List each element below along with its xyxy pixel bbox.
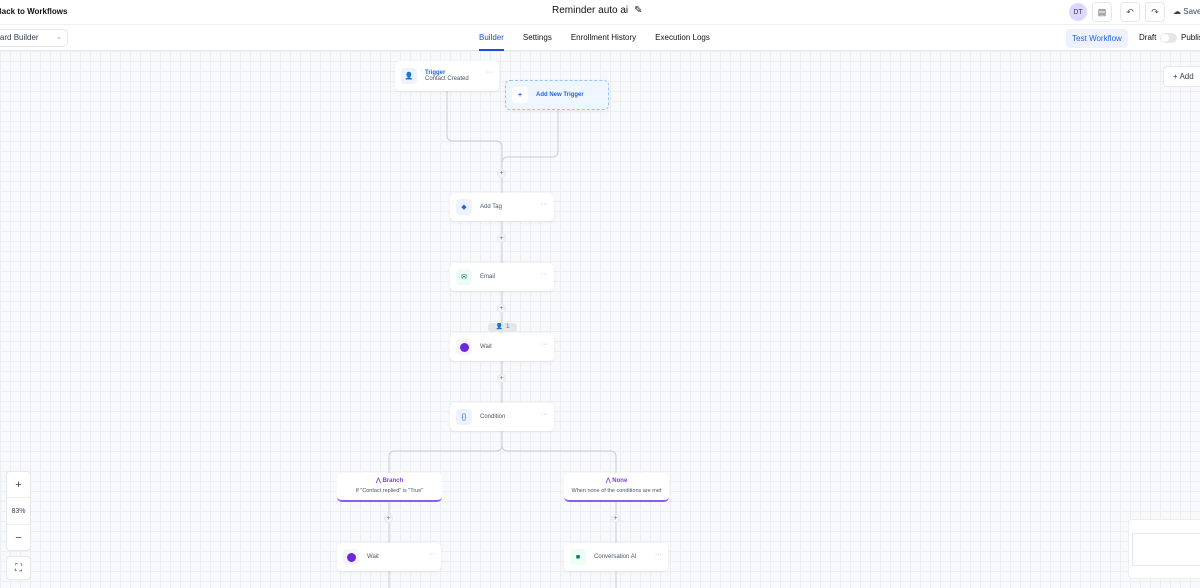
tab-settings[interactable]: Settings xyxy=(522,33,552,42)
test-workflow-button[interactable]: Test Workflow xyxy=(1066,29,1128,48)
minimap-viewport[interactable] xyxy=(1132,533,1200,566)
notes-icon[interactable]: ▤ xyxy=(1092,2,1112,22)
action-node-wait[interactable]: Wait··· xyxy=(450,333,554,361)
action-node-condition[interactable]: {} Condition··· xyxy=(450,403,554,431)
chevron-down-icon: ⌄ xyxy=(56,34,62,41)
add-button[interactable]: + Add xyxy=(1163,66,1200,87)
back-to-workflows-link[interactable]: Back to Workflows xyxy=(0,7,68,16)
tab-enrollment-history[interactable]: Enrollment History xyxy=(570,33,637,42)
connector xyxy=(388,431,617,473)
zoom-out-button[interactable]: − xyxy=(15,531,22,544)
action-node-conversation-ai[interactable]: ■ Conversation AI··· xyxy=(564,543,668,571)
pencil-icon[interactable]: ✎ xyxy=(634,5,643,16)
connectors xyxy=(388,91,617,588)
more-icon[interactable]: ··· xyxy=(541,411,548,418)
connector xyxy=(446,91,503,193)
tabs: Builder Settings Enrollment History Exec… xyxy=(479,25,710,51)
tab-execution-logs[interactable]: Execution Logs xyxy=(655,33,710,42)
publish-toggle[interactable] xyxy=(1160,33,1177,43)
zoom-in-button[interactable]: + xyxy=(15,478,22,491)
draft-label: Draft xyxy=(1139,33,1157,42)
builder-select[interactable]: Standard Builder⌄ xyxy=(0,29,68,47)
zoom-level: 83% xyxy=(7,497,30,525)
person-icon: 👤 xyxy=(495,324,504,330)
user-plus-icon: 👤 xyxy=(401,68,417,84)
workflow-title[interactable]: Reminder auto ai✎ xyxy=(552,5,643,16)
add-step-button[interactable]: + xyxy=(497,304,506,313)
more-icon[interactable]: ··· xyxy=(541,271,548,278)
action-node-add-tag[interactable]: ◆ Add Tag··· xyxy=(450,193,554,221)
more-icon[interactable]: ··· xyxy=(428,551,435,558)
plus-icon: + xyxy=(1173,72,1178,81)
avatar[interactable]: DT xyxy=(1069,3,1087,21)
add-new-trigger-button[interactable]: + Add New Trigger xyxy=(505,80,609,110)
branch-icon: ⋀ xyxy=(605,478,611,484)
more-icon[interactable]: ··· xyxy=(541,341,548,348)
branch-icon: ⋀ xyxy=(375,478,381,484)
sub-bar: Standard Builder⌄ Builder Settings Enrol… xyxy=(0,25,1200,51)
tag-icon: ◆ xyxy=(456,199,472,215)
cloud-icon: ☁ xyxy=(1173,7,1181,16)
expand-icon: ⛶ xyxy=(15,562,22,574)
clock-icon xyxy=(343,549,359,565)
more-icon[interactable]: ··· xyxy=(541,201,548,208)
clock-icon xyxy=(456,339,472,355)
minimap[interactable] xyxy=(1128,519,1200,579)
action-node-wait[interactable]: Wait··· xyxy=(337,543,441,571)
tab-builder[interactable]: Builder xyxy=(479,25,504,51)
branch-node[interactable]: ⋀ Branch If "Contact replied" is "True" xyxy=(337,473,442,502)
add-step-button[interactable]: + xyxy=(611,514,620,523)
more-icon[interactable]: ··· xyxy=(655,551,662,558)
save-button[interactable]: ☁ Save xyxy=(1173,7,1200,16)
email-icon: ✉ xyxy=(456,269,472,285)
add-step-button[interactable]: + xyxy=(497,374,506,383)
connector xyxy=(501,110,559,164)
action-node-email[interactable]: ✉ Email··· xyxy=(450,263,554,291)
add-step-button[interactable]: + xyxy=(384,514,393,523)
braces-icon: {} xyxy=(456,409,472,425)
none-branch-node[interactable]: ⋀ None When none of the conditions are m… xyxy=(564,473,669,502)
fit-view-button[interactable]: ⛶ xyxy=(6,556,31,580)
redo-icon[interactable]: ↷ xyxy=(1145,2,1165,22)
publish-label: Publish xyxy=(1181,33,1200,42)
zoom-controls: + 83% − xyxy=(6,471,31,551)
more-icon[interactable]: ··· xyxy=(486,69,493,76)
plus-icon: + xyxy=(512,87,528,103)
undo-icon[interactable]: ↶ xyxy=(1120,2,1140,22)
add-step-button[interactable]: + xyxy=(497,169,506,178)
bot-icon: ■ xyxy=(570,549,586,565)
top-bar: Back to Workflows Reminder auto ai✎ DT ▤… xyxy=(0,0,1200,25)
contacts-waiting-badge[interactable]: 👤1 xyxy=(488,323,517,332)
add-step-button[interactable]: + xyxy=(497,234,506,243)
